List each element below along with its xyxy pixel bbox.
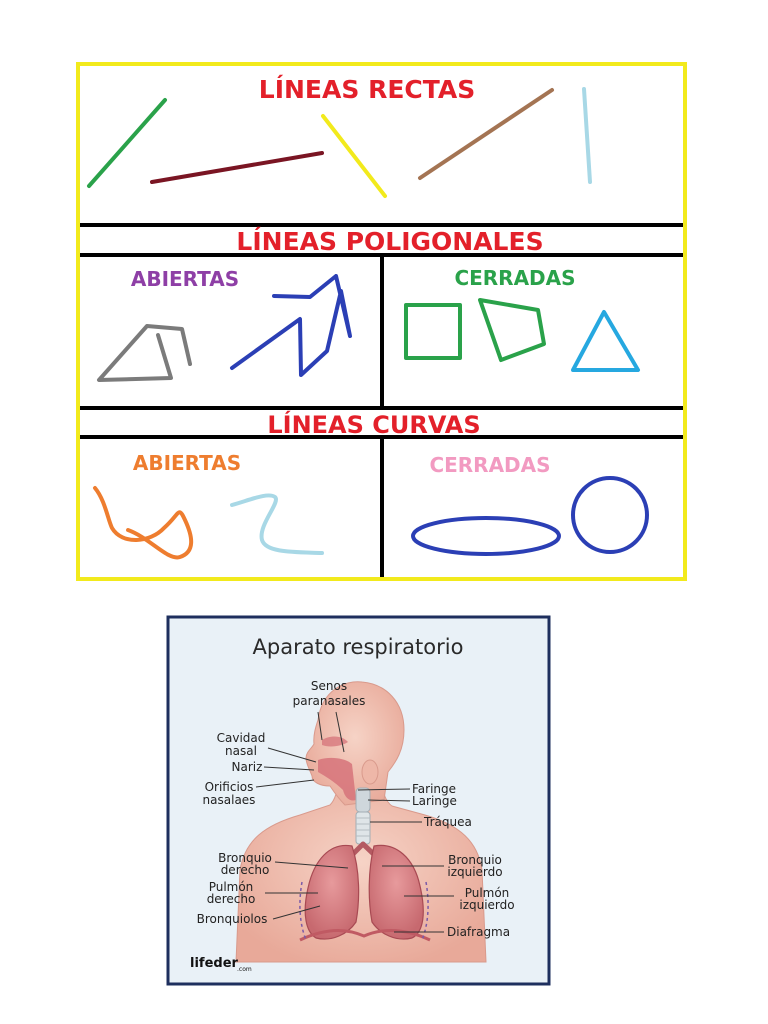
label-senos: Senos [311, 679, 347, 693]
respiratory-title: Aparato respiratorio [253, 635, 464, 659]
respiratory-labels: Senos paranasales Cavidad nasal Nariz Or… [197, 679, 515, 939]
label-traquea: Tráquea [423, 815, 472, 829]
label-nariz: Nariz [232, 760, 263, 774]
label-nasalaes: nasalaes [203, 793, 256, 807]
sinuses [322, 736, 348, 747]
label-bronquio-izquierdo-2: izquierdo [447, 865, 502, 879]
label-leader-lines [255, 711, 454, 933]
polygonal-open-label: ABIERTAS [131, 267, 239, 291]
open-polygonal-gray [97, 324, 192, 382]
curved-lines-title: LÍNEAS CURVAS [267, 410, 480, 439]
label-bronquio-izquierdo-1: Bronquio [448, 853, 502, 867]
diaphragm [299, 929, 431, 942]
closed-quadrilateral-green [478, 298, 546, 362]
logo-name: lifeder [190, 956, 239, 971]
respiratory-frame [166, 615, 551, 986]
ear [361, 759, 379, 785]
torso [235, 779, 487, 963]
straight-line-yellow [321, 114, 387, 198]
label-bronquio-derecho-2: derecho [221, 863, 270, 877]
lifeder-logo: lifeder .com [190, 956, 252, 973]
human-body-illustration [235, 681, 487, 963]
label-orificios: Orificios [205, 780, 254, 794]
polygonal-open-shapes [97, 274, 352, 382]
straight-line-lightblue [582, 87, 592, 184]
curved-open-shapes [93, 486, 324, 560]
curved-closed-shapes [411, 476, 649, 556]
label-faringe: Faringe [412, 782, 456, 796]
straight-lines-title: LÍNEAS RECTAS [259, 75, 475, 104]
nasal-cavity [318, 757, 356, 801]
logo-suffix: .com [237, 966, 252, 973]
straight-line-darkred [150, 151, 324, 184]
straight-line-brown [418, 88, 554, 180]
straight-line-green [87, 98, 167, 188]
trachea [355, 811, 371, 845]
polygonal-closed-label: CERRADAS [454, 266, 575, 290]
label-laringe: Laringe [412, 794, 457, 808]
section-dividers [80, 223, 683, 577]
label-pulmon-izquierdo-1: Pulmón [465, 886, 510, 900]
label-bronquio-derecho-1: Bronquio [218, 851, 272, 865]
open-curve-lightblue [230, 493, 324, 555]
open-curve-orange [93, 486, 194, 560]
label-diafragma: Diafragma [447, 925, 510, 939]
left-lung [368, 844, 424, 940]
closed-ellipse-blue [411, 516, 561, 556]
lines-types-chart: LÍNEAS RECTAS LÍNEAS POLIGONALES LÍNEAS … [76, 62, 687, 581]
right-lung [304, 844, 360, 940]
closed-triangle-blue [571, 310, 640, 372]
label-pulmon-izquierdo-2: izquierdo [459, 898, 514, 912]
polygonal-closed-shapes [404, 298, 640, 372]
label-nasal: nasal [225, 744, 257, 758]
label-pulmon-derecho-1: Pulmón [209, 880, 254, 894]
larynx [355, 787, 371, 813]
curved-closed-label: CERRADAS [429, 453, 550, 477]
open-polygonal-blue [230, 274, 352, 377]
label-paranasales: paranasales [293, 694, 366, 708]
bronchi [342, 841, 385, 865]
closed-circle-blue [571, 476, 649, 554]
label-bronquiolos: Bronquiolos [197, 912, 268, 926]
curved-open-label: ABIERTAS [133, 451, 241, 475]
label-pulmon-derecho-2: derecho [207, 892, 256, 906]
straight-lines [87, 87, 592, 198]
label-cavidad: Cavidad [217, 731, 266, 745]
polygonal-lines-title: LÍNEAS POLIGONALES [236, 227, 543, 256]
head [305, 681, 405, 806]
closed-square-green [404, 303, 462, 360]
